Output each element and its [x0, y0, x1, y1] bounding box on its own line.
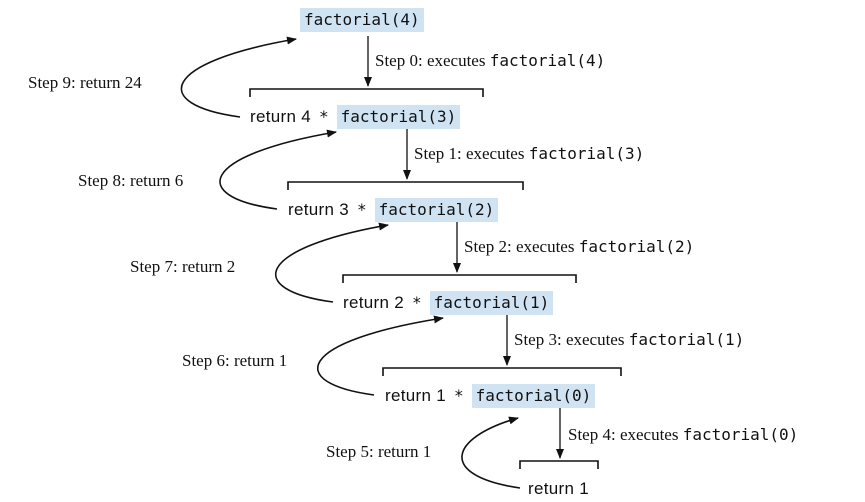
step2-text: Step 2: executes: [464, 237, 579, 256]
return-label-step9: Step 9: return 24: [28, 73, 142, 92]
step0-label: Step 0: executes factorial(4): [375, 52, 605, 70]
step3-label: Step 3: executes factorial(1): [514, 331, 744, 349]
row-2: return 3 * factorial(2): [288, 198, 499, 222]
step1-code: factorial(3): [528, 144, 645, 163]
return-label-step5: Step 5: return 1: [326, 442, 432, 461]
step0-code: factorial(4): [489, 51, 606, 70]
step3-code: factorial(1): [628, 330, 745, 349]
return-arrow-step7: [274, 222, 389, 303]
return-arrow-step5: [461, 416, 521, 489]
row-2-prefix: return 3: [288, 200, 349, 219]
step1-text: Step 1: executes: [414, 144, 529, 163]
row-2-operator: *: [357, 200, 367, 219]
step4-text: Step 4: executes: [568, 425, 683, 444]
bracket-4: [382, 367, 622, 376]
top-call: factorial(4): [300, 8, 424, 32]
step2-code: factorial(2): [578, 237, 695, 256]
return-label-step7: Step 7: return 2: [130, 257, 236, 276]
step3-text: Step 3: executes: [514, 330, 629, 349]
return-arrow-step8: [219, 129, 337, 210]
row-3-prefix: return 2: [343, 293, 404, 312]
step2-label: Step 2: executes factorial(2): [464, 238, 694, 256]
step4-label: Step 4: executes factorial(0): [568, 426, 798, 444]
row-1: return 4 * factorial(3): [250, 105, 461, 129]
return-arrow-step9: [180, 36, 297, 118]
row-2-call: factorial(2): [374, 198, 499, 222]
bracket-5: [519, 460, 599, 469]
bracket-1: [249, 88, 484, 97]
step0-text: Step 0: executes: [375, 51, 490, 70]
row-5: return 1: [528, 480, 589, 498]
row-5-prefix: return 1: [528, 479, 589, 498]
row-4-prefix: return 1: [385, 386, 446, 405]
return-label-step6: Step 6: return 1: [182, 351, 288, 370]
bracket-3: [342, 274, 577, 283]
bracket-2: [287, 181, 524, 190]
step4-code: factorial(0): [682, 425, 799, 444]
return-arrow-step6: [316, 315, 444, 396]
row-1-prefix: return 4: [250, 107, 311, 126]
row-3-call: factorial(1): [429, 291, 554, 315]
row-1-call: factorial(3): [336, 105, 461, 129]
step1-label: Step 1: executes factorial(3): [414, 145, 644, 163]
return-label-step8: Step 8: return 6: [78, 171, 184, 190]
row-4: return 1 * factorial(0): [385, 384, 596, 408]
top-call-code: factorial(4): [300, 8, 424, 32]
row-4-operator: *: [454, 386, 464, 405]
row-4-call: factorial(0): [471, 384, 596, 408]
row-3-operator: *: [412, 293, 422, 312]
row-1-operator: *: [319, 107, 329, 126]
row-3: return 2 * factorial(1): [343, 291, 554, 315]
